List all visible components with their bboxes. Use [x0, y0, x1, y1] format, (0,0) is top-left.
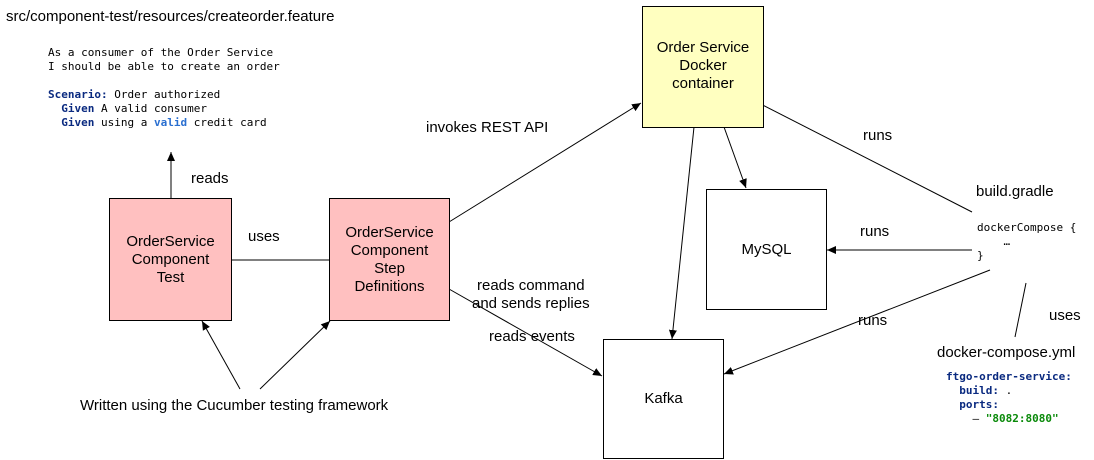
- compose-ports-key: ports:: [959, 398, 999, 411]
- edge-reads-command: [448, 288, 603, 377]
- kafka-node: Kafka: [603, 339, 724, 459]
- given2-text-a: using a: [94, 116, 154, 129]
- compose-port-dash: –: [972, 412, 986, 425]
- label-invokes-rest-api: invokes REST API: [426, 119, 549, 136]
- compose-service-key: ftgo-order-service:: [946, 370, 1072, 383]
- given2-text-b: credit card: [187, 116, 267, 129]
- label-reads-command-1: reads command: [477, 277, 585, 294]
- step-definitions-line-2: Component: [350, 241, 429, 259]
- label-runs-kafka: runs: [858, 312, 888, 329]
- component-test-line-2: Component: [131, 250, 210, 268]
- component-test-line-1: OrderService: [126, 232, 215, 250]
- mysql-label: MySQL: [741, 240, 792, 258]
- feature-file-content: As a consumer of the Order Service I sho…: [48, 46, 280, 130]
- order-service-line-3: container: [672, 75, 734, 92]
- step-definitions-node: OrderService Component Step Definitions: [329, 198, 450, 321]
- label-written-using-cucumber: Written using the Cucumber testing frame…: [80, 397, 389, 414]
- compose-build-key: build:: [959, 384, 999, 397]
- docker-compose-filename: docker-compose.yml: [937, 344, 1076, 361]
- edge-invokes-rest-api: [448, 102, 642, 223]
- kafka-label: Kafka: [644, 390, 683, 407]
- build-gradle-filename: build.gradle: [976, 183, 1054, 200]
- compose-build-value: .: [999, 384, 1013, 397]
- step-definitions-line-4: Definitions: [354, 277, 425, 295]
- component-test-node: OrderService Component Test: [109, 198, 232, 321]
- component-test-line-3: Test: [156, 268, 185, 286]
- docker-compose-content: ftgo-order-service: build: . ports: – "8…: [946, 370, 1072, 426]
- label-uses: uses: [248, 228, 280, 245]
- given2-highlight: valid: [153, 116, 188, 129]
- edge-cucumber-to-steps: [259, 320, 331, 390]
- step-definitions-line-1: OrderService: [345, 223, 434, 241]
- label-reads-events: reads events: [489, 328, 575, 345]
- scenario-text: Order authorized: [107, 88, 221, 101]
- given1-text: A valid consumer: [94, 102, 207, 115]
- step-definitions-line-3: Step: [374, 259, 405, 277]
- build-gradle-content: dockerCompose { … }: [977, 221, 1076, 263]
- order-service-line-1: Order Service: [656, 39, 750, 56]
- edge-service-to-kafka: [668, 126, 695, 340]
- build-gradle-line-1: dockerCompose {: [977, 221, 1077, 234]
- order-service-line-2: Docker: [679, 57, 727, 74]
- scenario-keyword: Scenario:: [48, 88, 108, 101]
- label-reads-command-2: and sends replies: [472, 295, 590, 312]
- label-runs-container: runs: [863, 127, 893, 144]
- order-service-container-node: Order Service Docker container: [642, 6, 764, 128]
- edge-cucumber-to-test: [201, 320, 241, 390]
- edge-runs-container: [746, 96, 973, 213]
- edge-runs-kafka: [723, 269, 991, 375]
- given2-keyword: Given: [61, 116, 95, 129]
- build-gradle-line-3: }: [977, 249, 984, 262]
- edge-uses-compose: [1014, 282, 1027, 338]
- mysql-node: MySQL: [706, 189, 827, 310]
- given1-keyword: Given: [61, 102, 95, 115]
- feature-line-2: I should be able to create an order: [48, 60, 280, 73]
- label-runs-mysql: runs: [860, 223, 890, 240]
- build-gradle-line-2: …: [1003, 235, 1011, 248]
- label-reads: reads: [191, 170, 229, 187]
- label-uses-compose: uses: [1049, 307, 1081, 324]
- feature-line-1: As a consumer of the Order Service: [48, 46, 274, 59]
- edge-service-to-mysql: [723, 126, 747, 189]
- feature-file-path: src/component-test/resources/createorder…: [6, 8, 335, 25]
- compose-port-value: "8082:8080": [985, 412, 1059, 425]
